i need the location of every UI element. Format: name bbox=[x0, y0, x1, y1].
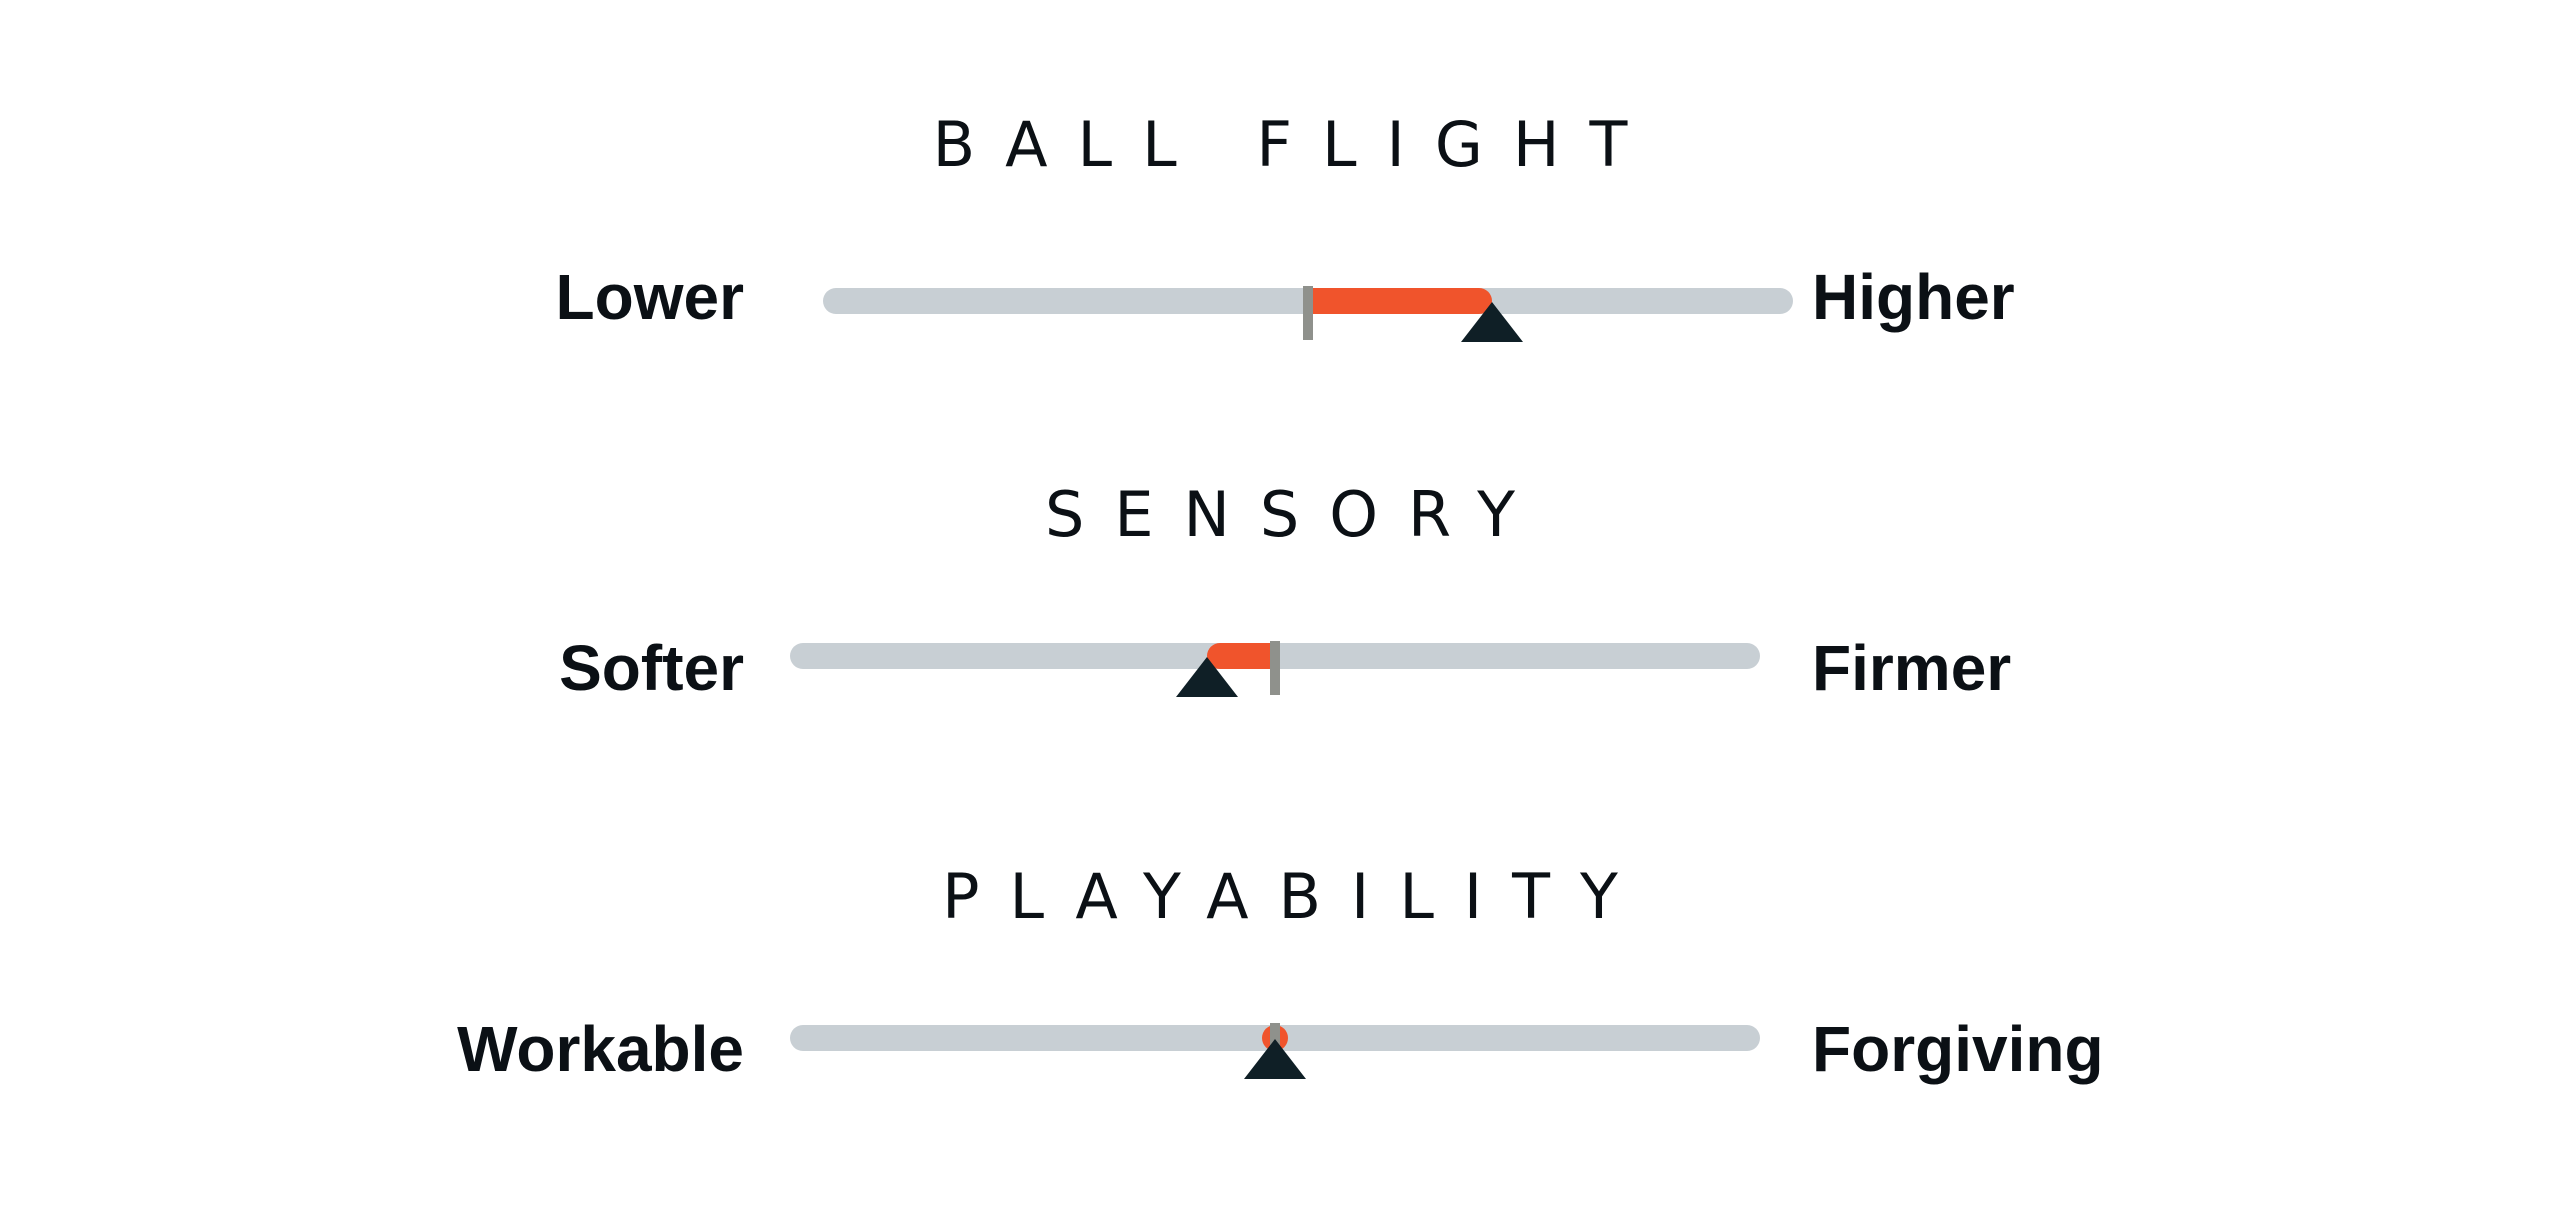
playability-scale-track bbox=[790, 1023, 1760, 1079]
playability-left-label: Workable bbox=[457, 1013, 744, 1085]
ball-flight-right-label: Higher bbox=[1812, 261, 2015, 333]
sensory-left-label: Softer bbox=[559, 632, 744, 704]
playability-marker-icon bbox=[1244, 1039, 1306, 1079]
sensory-scale-track bbox=[790, 641, 1760, 697]
playability-title: PLAYABILITY bbox=[942, 860, 1648, 933]
sensory-right-label: Firmer bbox=[1812, 632, 2012, 704]
ball-flight-left-label: Lower bbox=[555, 261, 744, 333]
playability-right-label: Forgiving bbox=[1812, 1013, 2104, 1085]
ball-flight-marker-icon bbox=[1461, 302, 1524, 342]
ball-flight-scale-track bbox=[823, 286, 1793, 342]
sensory-reference-tick bbox=[1270, 641, 1280, 695]
sensory-title: SENSORY bbox=[1044, 478, 1546, 551]
ball-flight-title: BALL FLIGHT bbox=[932, 108, 1658, 181]
ball-flight-reference-tick bbox=[1303, 286, 1313, 340]
sensory-marker-icon bbox=[1176, 657, 1239, 697]
